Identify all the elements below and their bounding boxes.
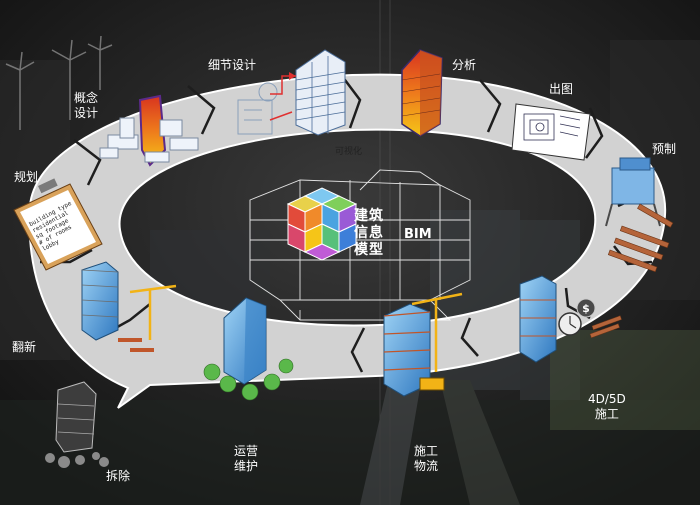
stage-label-construction-4d5d: 4D/5D 施工 [588, 392, 626, 421]
analysis-heatmap-icon [401, 49, 443, 137]
stage-label-detail-design: 细节设计 [208, 58, 257, 72]
construction-logistics-icon [383, 292, 463, 397]
wind-turbines [5, 35, 113, 130]
stage-label-concept-line1: 概念 [74, 91, 99, 105]
bim-title-cn: 建筑 信息 模型 [354, 208, 384, 258]
drawings-sheet-icon [511, 103, 591, 161]
bim-color-cube [286, 187, 358, 261]
stage-label-analysis: 分析 [452, 58, 477, 72]
visualization-label: 可视化 [335, 147, 363, 157]
demolition-icon [45, 381, 109, 468]
operation-icon [203, 297, 294, 401]
stage-label-planning: 规划 [14, 170, 39, 184]
detail-design-icon [237, 49, 346, 136]
bim-title-en: BIM [404, 227, 432, 242]
renovation-icon [81, 261, 177, 352]
stage-label-demolition: 拆除 [106, 469, 131, 483]
stage-label-concept: 概念 设计 [74, 91, 98, 121]
stage-label-operation: 运营 维护 [234, 444, 259, 473]
stage-label-construction-logistics: 施工 物流 [414, 444, 439, 473]
construction-4d5d-icon: $ [519, 275, 622, 363]
planning-clipboard-icon [13, 178, 103, 271]
stage-label-concept-line2: 设计 [74, 106, 99, 120]
concept-massing-icon [99, 94, 199, 167]
stage-label-prefab: 预制 [652, 142, 677, 156]
stage-label-drawings: 出图 [549, 82, 574, 96]
stage-label-renovation: 翻新 [12, 340, 37, 354]
dollar-icon: $ [582, 302, 590, 315]
prefab-icon [605, 157, 674, 273]
